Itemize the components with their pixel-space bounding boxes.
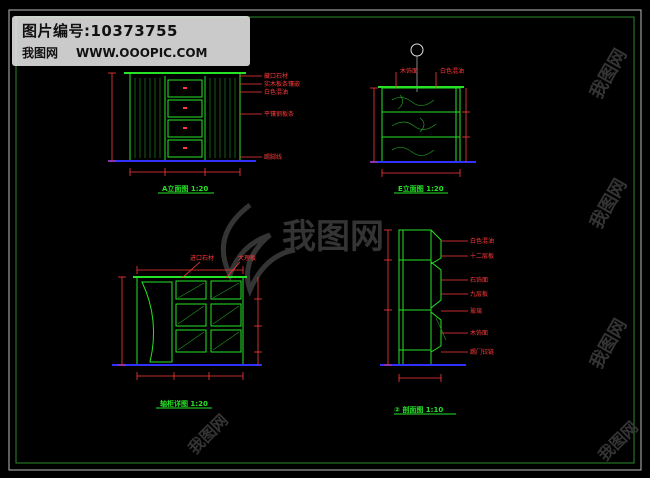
a-elevation-title: A立面图 1:20 [162,184,208,193]
section-label-7: 踢门铰链 [470,348,494,356]
watermark-right-1: 我图网 [586,45,631,102]
watermark-swoosh [220,203,296,298]
watermark-bottom-2: 我图网 [594,417,641,464]
e-label-2: 白色混油 [440,67,464,75]
section-marker-icon [410,43,424,57]
section-label-4: 九层板 [470,290,488,298]
section-label-2: 十二层板 [470,252,494,260]
e-elevation-view: 木饰面 白色混油 E立面图 1:20 [370,43,476,194]
site-name: 我图网 [22,46,59,60]
watermark-right-2: 我图网 [586,175,631,232]
outer-frame [8,9,642,471]
section-label-6: 木饰面 [470,329,488,337]
site-line: 我图网 WWW.OOOPIC.COM [22,44,207,61]
section-label-1: 白色混油 [470,237,494,245]
a-label-4: 平镶钢板条 [264,110,294,118]
inner-frame [15,16,635,464]
image-id-text: 图片编号:10373755 [22,22,178,40]
watermark-center: 我图网 [282,217,384,257]
a-label-5: 踢脚线 [264,153,282,161]
detail-title: 轴柜详图 1:20 [160,399,208,408]
section-title: ② 剖面图 1:10 [394,405,443,414]
watermark-banner: 图片编号:10373755 我图网 WWW.OOOPIC.COM [12,16,250,66]
section-label-3: 石饰面 [470,276,488,284]
watermark-right-3: 我图网 [586,315,631,372]
a-label-1: 藏口石材 [264,72,288,80]
e-label-1: 木饰面 [400,67,418,75]
section-label-5: 玻璃 [470,307,482,315]
section-view: 白色混油 十二层板 石饰面 九层板 玻璃 木饰面 踢门铰链 ② 剖面图 1:10 [380,229,494,415]
detail-view: 进口石材 大理板 轴柜详图 1:20 [112,254,262,409]
a-label-2: 实木板条镶嵌 [264,80,300,88]
detail-label-1: 进口石材 [190,254,214,262]
watermark-bottom-1: 我图网 [184,410,231,457]
a-elevation-view: 藏口石材 实木板条镶嵌 白色混油 平镶钢板条 踢脚线 A立面图 1:20 [108,72,300,194]
e-elevation-title: E立面图 1:20 [398,184,444,193]
detail-label-2: 大理板 [238,254,256,262]
a-label-3: 白色混油 [264,88,288,96]
site-url: WWW.OOOPIC.COM [76,46,208,60]
